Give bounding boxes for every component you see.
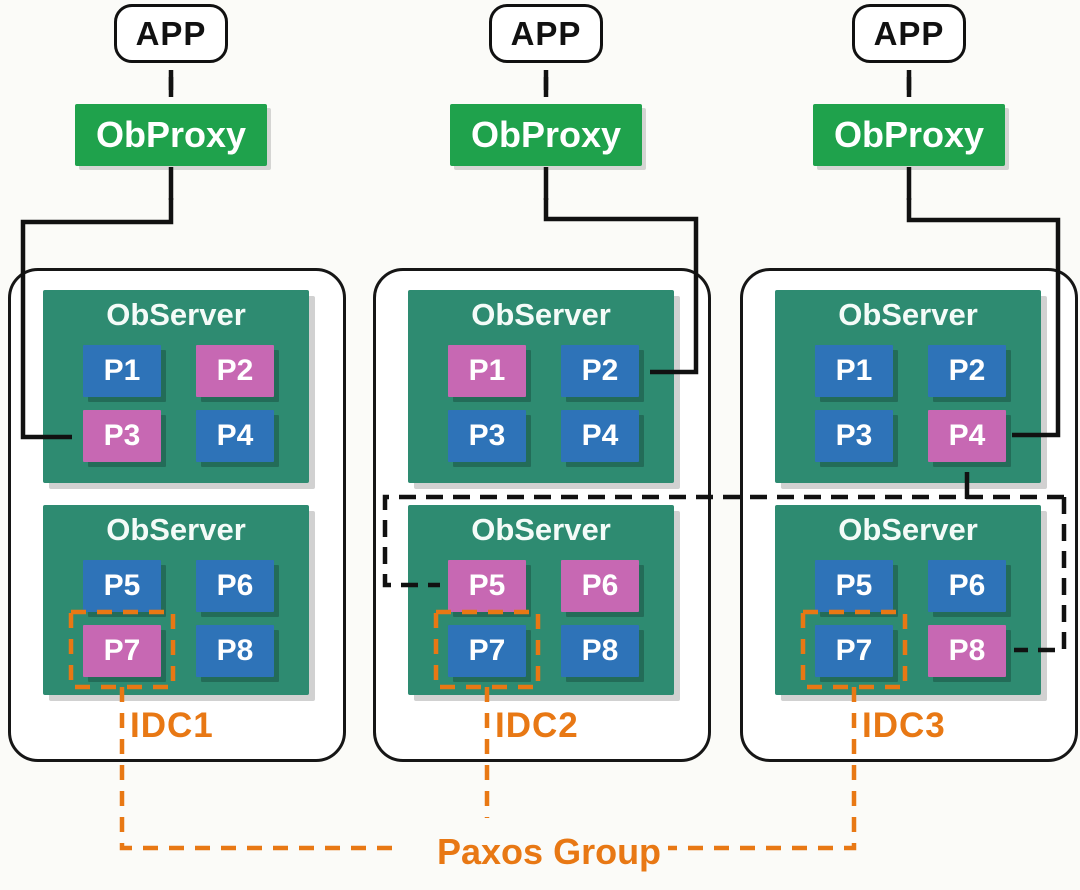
idc-label-1: IDC1 <box>130 706 214 745</box>
observer-title: ObServer <box>106 297 246 332</box>
partition-p7-idc3: P7 <box>815 625 893 677</box>
app-box-1: APP <box>114 4 228 63</box>
partition-p7-idc2: P7 <box>448 625 526 677</box>
obproxy-label: ObProxy <box>470 114 622 155</box>
obproxy-box-3: ObProxy <box>813 104 1005 166</box>
partition-p6-idc3: P6 <box>928 560 1006 612</box>
app-box-2: APP <box>489 4 603 63</box>
observer-title: ObServer <box>838 512 978 547</box>
idc-label-2: IDC2 <box>495 706 579 745</box>
partition-p2-idc2: P2 <box>561 345 639 397</box>
partition-p1-idc2: P1 <box>448 345 526 397</box>
app-label: APP <box>135 14 207 52</box>
obproxy-box-1: ObProxy <box>75 104 267 166</box>
partition-p1-idc1: P1 <box>83 345 161 397</box>
app-box-3: APP <box>852 4 966 63</box>
partition-p8-idc2: P8 <box>561 625 639 677</box>
partition-p1-idc3: P1 <box>815 345 893 397</box>
partition-p3-idc1: P3 <box>83 410 161 462</box>
partition-p4-idc1: P4 <box>196 410 274 462</box>
paxos-group-label: Paxos Group <box>437 831 662 872</box>
app-label: APP <box>510 14 582 52</box>
observer-title: ObServer <box>106 512 246 547</box>
partition-p7-idc1: P7 <box>83 625 161 677</box>
partition-p4-idc3: P4 <box>928 410 1006 462</box>
obproxy-box-2: ObProxy <box>450 104 642 166</box>
partition-p3-idc3: P3 <box>815 410 893 462</box>
obproxy-label: ObProxy <box>833 114 985 155</box>
partition-p6-idc1: P6 <box>196 560 274 612</box>
partition-p8-idc1: P8 <box>196 625 274 677</box>
partition-p2-idc1: P2 <box>196 345 274 397</box>
partition-p4-idc2: P4 <box>561 410 639 462</box>
idc-label-3: IDC3 <box>862 706 946 745</box>
partition-p8-idc3: P8 <box>928 625 1006 677</box>
partition-p3-idc2: P3 <box>448 410 526 462</box>
obproxy-label: ObProxy <box>95 114 247 155</box>
observer-title: ObServer <box>471 512 611 547</box>
partition-p5-idc2: P5 <box>448 560 526 612</box>
partition-p5-idc1: P5 <box>83 560 161 612</box>
observer-title: ObServer <box>471 297 611 332</box>
partition-p5-idc3: P5 <box>815 560 893 612</box>
app-label: APP <box>873 14 945 52</box>
partition-p2-idc3: P2 <box>928 345 1006 397</box>
partition-p6-idc2: P6 <box>561 560 639 612</box>
observer-title: ObServer <box>838 297 978 332</box>
